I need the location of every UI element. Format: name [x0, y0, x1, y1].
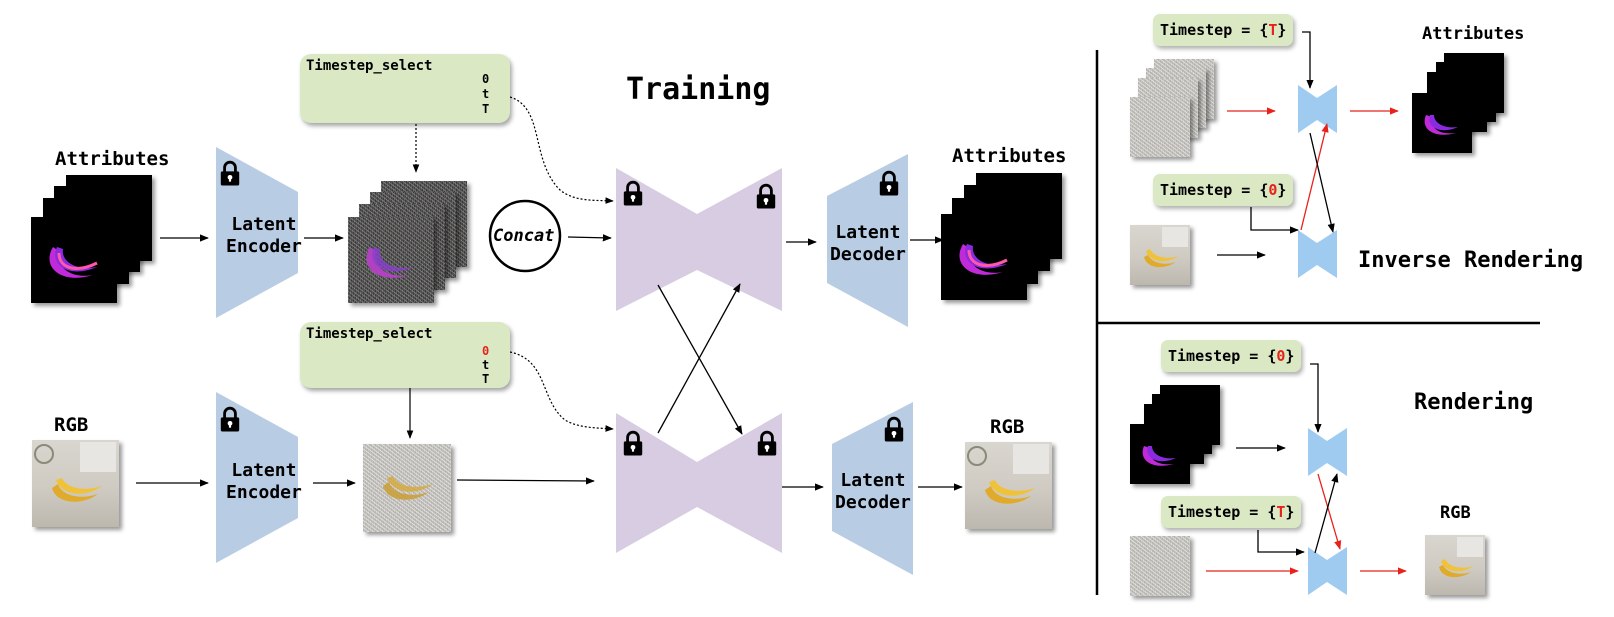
concat-label: Concat [493, 226, 555, 246]
r-timestep-T-box: Timestep = {T} [1161, 496, 1302, 528]
r-timestep-0-box: Timestep = {0} [1161, 340, 1302, 372]
latent-encoder-top-shape [216, 147, 298, 318]
small-unet-ir-bottom [1298, 230, 1317, 278]
timestep-select-bottom-title: Timestep_select [306, 326, 433, 342]
latent-decoder-top-shape [827, 154, 908, 327]
latent-encoder-bottom-shape [216, 392, 298, 563]
attributes-output-label: Attributes [952, 145, 1067, 167]
rgb-output-image [965, 442, 1052, 529]
option-t: t [482, 87, 490, 101]
latent-decoder-top-label: Latent Decoder [830, 222, 906, 265]
r-noise-input [1130, 536, 1190, 596]
small-unet-r-top [1308, 428, 1327, 476]
banana-render [49, 247, 98, 278]
timestep-select-top-title: Timestep_select [306, 58, 433, 74]
ir-timestep-T-box: Timestep = {T} [1153, 14, 1294, 46]
inverse-rendering-title: Inverse Rendering [1358, 248, 1584, 273]
small-unet-ir-top [1298, 85, 1317, 133]
timestep-select-bottom: Timestep_select 0 t T [300, 322, 510, 388]
training-title: Training [626, 72, 771, 107]
latent-encoder-top-label: Latent Encoder [226, 214, 302, 257]
timestep-select-top: Timestep_select 0 t T [300, 54, 510, 123]
small-unet-r-top-right [1327, 428, 1347, 476]
small-unet-ir-bottom-right [1317, 230, 1337, 278]
option-0: 0 [482, 72, 490, 86]
option-T: T [482, 372, 490, 386]
ir-attributes-label: Attributes [1422, 24, 1525, 44]
latent-decoder-bottom-shape [832, 402, 913, 575]
small-unet-r-bottom-right [1327, 547, 1347, 595]
noisy-rgb-image [363, 444, 451, 532]
ir-rgb-input [1130, 225, 1190, 285]
option-T: T [482, 102, 490, 116]
option-0: 0 [482, 344, 490, 358]
small-unet-ir-top-right [1317, 85, 1337, 133]
option-t: t [482, 358, 490, 372]
small-unet-r-bottom [1308, 547, 1327, 595]
r-rgb-output [1425, 535, 1485, 595]
ir-timestep-0-box: Timestep = {0} [1153, 174, 1294, 206]
unet-top-shape-right [697, 168, 782, 311]
rendering-title: Rendering [1414, 390, 1534, 415]
rgb-input-label: RGB [54, 414, 89, 436]
latent-encoder-bottom-label: Latent Encoder [226, 460, 302, 503]
attributes-input-label: Attributes [55, 148, 170, 170]
concat-node [488, 199, 562, 273]
r-rgb-label: RGB [1440, 503, 1471, 523]
rgb-output-label: RGB [990, 416, 1025, 438]
latent-decoder-bottom-label: Latent Decoder [835, 470, 911, 513]
rgb-input-image [32, 440, 119, 527]
